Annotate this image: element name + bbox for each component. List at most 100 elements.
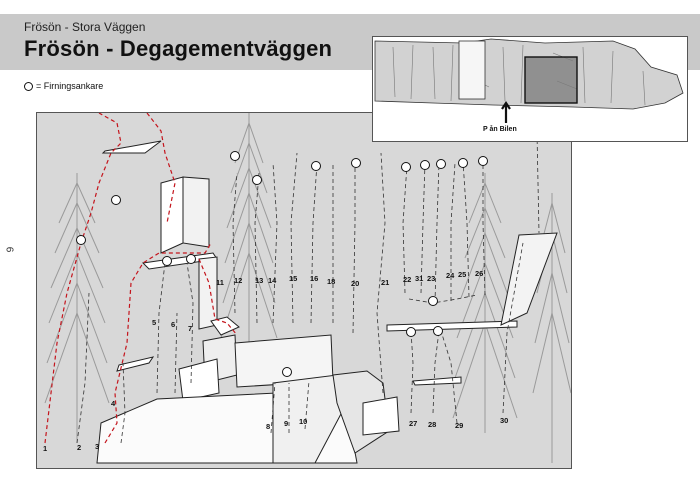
route-number: 16 <box>310 274 318 283</box>
route-23-line <box>434 162 440 304</box>
crag-name: Frösön - Stora Väggen <box>24 20 146 34</box>
route-13-line <box>254 172 260 324</box>
route-1-line <box>44 112 122 444</box>
route-number: 27 <box>409 419 417 428</box>
anchor-circle-icon <box>433 326 443 336</box>
route-number: 14 <box>268 276 277 285</box>
route-number: 25 <box>458 270 466 279</box>
anchor-circle-icon <box>458 158 468 168</box>
pillar-left <box>160 176 184 254</box>
route-number: 6 <box>171 320 175 329</box>
route-20-line <box>352 161 356 334</box>
inset-caption: P ån Bilen <box>483 126 517 133</box>
route-number: 5 <box>152 318 156 327</box>
route-number: 26 <box>475 269 483 278</box>
pillar-right <box>182 176 210 248</box>
anchor-circle-icon <box>420 160 430 170</box>
route-10-line <box>304 380 310 430</box>
traverse-line <box>408 294 478 304</box>
route-number: 3 <box>95 442 99 451</box>
route-number: 2 <box>77 443 81 452</box>
route-number: 9 <box>284 419 288 428</box>
legend: = Firningsankare <box>24 81 103 91</box>
rock-features <box>96 140 558 464</box>
route-25-line <box>462 160 470 298</box>
page-title: Frösön - Degagementväggen <box>24 36 333 61</box>
route-14-line <box>272 162 278 324</box>
route-number: 30 <box>500 416 508 425</box>
anchor-circle-icon <box>186 254 196 264</box>
route-21-line <box>376 152 386 394</box>
route-22-line <box>402 164 408 294</box>
route-11-line <box>198 258 238 336</box>
black-routes <box>76 132 540 444</box>
anchor-circle-icon <box>24 81 33 91</box>
route-number: 15 <box>289 274 297 283</box>
route-31-line <box>420 162 426 294</box>
route-number: 4 <box>111 399 116 408</box>
boulder-center <box>272 374 352 464</box>
route-5-line <box>156 262 166 394</box>
route-16-line <box>310 162 318 324</box>
route-number: 22 <box>403 275 411 284</box>
up-arrow-icon <box>501 101 511 123</box>
route-number: 7 <box>188 324 192 333</box>
highlight-box <box>524 56 578 104</box>
route-number: 1 <box>43 444 47 453</box>
route-number: 18 <box>327 277 335 286</box>
anchor-circle-icon <box>230 151 240 161</box>
anchor-circle-icon <box>111 195 121 205</box>
overview-svg <box>374 38 684 123</box>
ledge-right <box>412 376 462 386</box>
route-29-line <box>440 330 458 424</box>
route-3-line <box>104 242 212 444</box>
topo-svg: 1 2 3 4 5 6 7 8 9 10 11 12 13 14 15 16 1… <box>43 112 572 464</box>
route-number: 13 <box>255 276 263 285</box>
route-number: 20 <box>351 279 359 288</box>
anchor-circle-icon <box>282 367 292 377</box>
anchor-circle-icon <box>162 256 172 266</box>
route-top-line <box>146 112 176 224</box>
small-ledge <box>116 356 155 372</box>
anchor-circle-icon <box>478 156 488 166</box>
route-8-line <box>270 382 276 434</box>
route-numbers: 1 2 3 4 5 6 7 8 9 10 11 12 13 14 15 16 1… <box>43 269 508 453</box>
route-number: 23 <box>427 274 435 283</box>
red-routes <box>44 112 238 444</box>
route-30-line <box>502 242 524 414</box>
overview-inset <box>372 36 688 142</box>
long-ledge <box>386 320 518 332</box>
anchor-circle-icon <box>252 175 262 185</box>
anchor-circle-icon <box>406 327 416 337</box>
route-27-line <box>410 330 414 414</box>
anchor-circle-icon <box>401 162 411 172</box>
route-top-right-line <box>536 132 540 234</box>
route-number: 11 <box>216 278 224 287</box>
step-block <box>362 396 400 436</box>
route-number: 21 <box>381 278 389 287</box>
route-12-line <box>232 172 238 314</box>
route-number: 31 <box>415 274 423 283</box>
route-2-line <box>76 292 90 444</box>
tree-center <box>220 113 278 343</box>
anchors <box>76 151 488 377</box>
block-small <box>210 316 240 336</box>
page-number: 6 <box>3 246 15 253</box>
anchor-circle-icon <box>351 158 361 168</box>
route-26-line <box>482 161 486 296</box>
topo-drawing: 1 2 3 4 5 6 7 8 9 10 11 12 13 14 15 16 1… <box>36 112 572 469</box>
route-number: 12 <box>234 276 242 285</box>
route-28-line <box>432 330 440 414</box>
route-6-line <box>174 312 178 394</box>
route-7-line <box>186 262 194 384</box>
route-number: 29 <box>455 421 463 430</box>
block-lower <box>178 358 220 402</box>
route-24-line <box>450 162 456 301</box>
roof-top <box>101 140 162 154</box>
route-4-line <box>120 362 126 444</box>
legend-label: = Firningsankare <box>36 81 104 91</box>
right-wall <box>500 232 558 326</box>
pale-slab <box>458 40 486 100</box>
anchor-circle-icon <box>76 235 86 245</box>
route-number: 28 <box>428 420 436 429</box>
